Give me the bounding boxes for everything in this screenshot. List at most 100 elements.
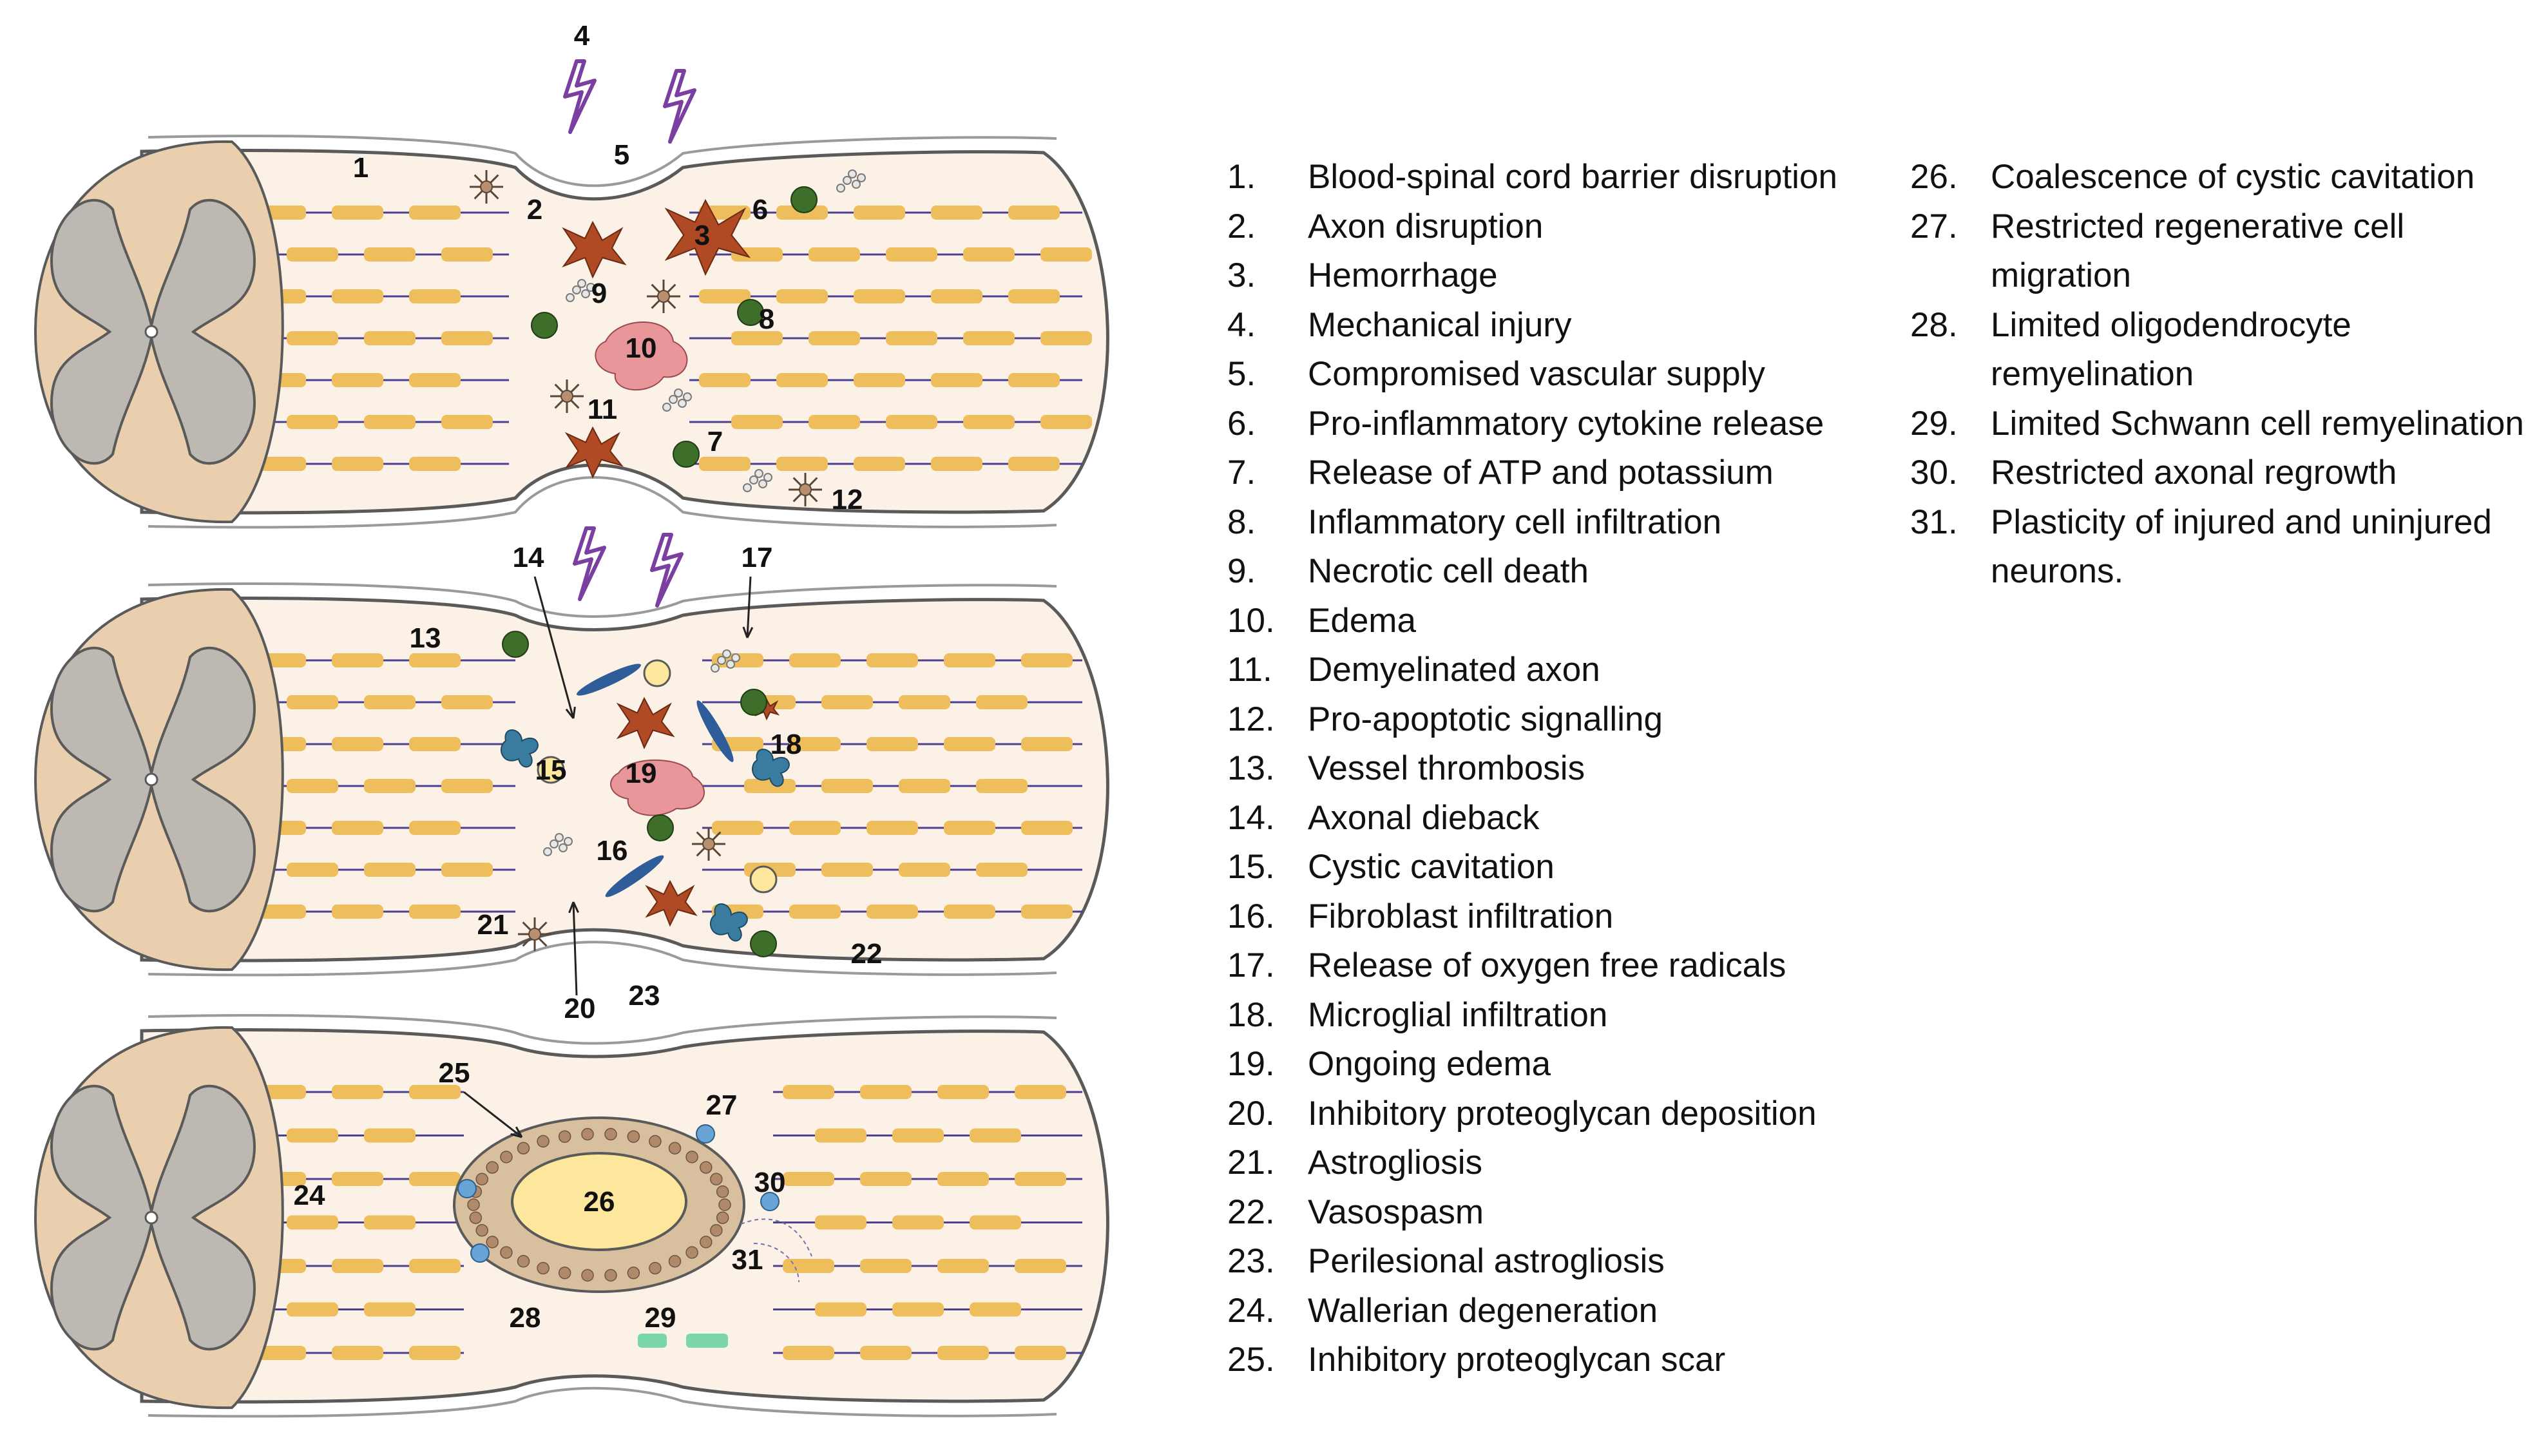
myelin-sheath-icon xyxy=(776,289,828,303)
myelin-sheath-icon xyxy=(254,457,306,471)
myelin-sheath-icon xyxy=(287,247,338,262)
cross-section-1 xyxy=(34,140,284,524)
myelin-sheath-icon xyxy=(409,289,461,303)
inflammatory-cell-icon xyxy=(502,631,529,658)
legend-number-28: 28. xyxy=(1910,305,1958,344)
legend-text-16: Fibroblast infiltration xyxy=(1308,897,1614,935)
myelin-sheath-icon xyxy=(332,1259,383,1273)
myelin-sheath-icon xyxy=(1008,373,1060,387)
callout-4: 4 xyxy=(574,20,590,52)
cyst-icon xyxy=(643,659,671,687)
myelin-sheath-icon xyxy=(1021,653,1073,667)
myelin-sheath-icon xyxy=(364,695,416,709)
myelin-sheath-icon xyxy=(332,737,383,751)
myelin-sheath-icon xyxy=(1015,1346,1066,1360)
legend-text-29: Limited Schwann cell remyelination xyxy=(1991,404,2524,443)
callout-26: 26 xyxy=(584,1186,615,1218)
central-canal-icon xyxy=(144,325,158,339)
myelin-sheath-icon xyxy=(944,653,995,667)
myelin-sheath-icon xyxy=(409,373,461,387)
legend-text-27: migration xyxy=(1991,256,2131,294)
myelin-sheath-icon xyxy=(899,695,950,709)
myelin-sheath-icon xyxy=(441,863,493,877)
callout-arrow xyxy=(533,576,575,719)
legend-number-19: 19. xyxy=(1227,1045,1275,1083)
callout-16: 16 xyxy=(597,835,628,867)
myelin-sheath-icon xyxy=(886,331,937,345)
microglia-icon xyxy=(751,749,790,787)
myelin-sheath-icon xyxy=(254,905,306,919)
myelin-sheath-icon xyxy=(866,737,918,751)
myelin-sheath-icon xyxy=(731,415,783,429)
callout-25: 25 xyxy=(439,1057,470,1089)
legend-text-4: Mechanical injury xyxy=(1308,305,1572,344)
myelin-sheath-icon xyxy=(963,331,1015,345)
myelin-sheath-icon xyxy=(409,821,461,835)
inflammatory-cell-icon xyxy=(647,814,674,841)
meninges-line xyxy=(148,1386,1057,1418)
legend-number-18: 18. xyxy=(1227,995,1275,1034)
myelin-sheath-icon xyxy=(866,821,918,835)
myelin-sheath-icon xyxy=(809,415,860,429)
legend-text-7: Release of ATP and potassium xyxy=(1308,454,1774,492)
legend-text-20: Inhibitory proteoglycan deposition xyxy=(1308,1094,1817,1133)
legend-text-19: Ongoing edema xyxy=(1308,1045,1551,1083)
callout-1: 1 xyxy=(353,152,369,184)
legend-number-21: 21. xyxy=(1227,1144,1275,1182)
callout-30: 30 xyxy=(754,1167,786,1198)
myelin-sheath-icon xyxy=(287,1128,338,1143)
microglia-icon xyxy=(500,729,539,768)
legend-text-31: Plasticity of injured and uninjured xyxy=(1991,503,2492,541)
legend-text-28: remyelination xyxy=(1991,355,2194,393)
legend-number-25: 25. xyxy=(1227,1341,1275,1379)
myelin-sheath-icon xyxy=(287,695,338,709)
astrocyte-icon xyxy=(647,280,680,313)
myelin-sheath-icon xyxy=(332,1172,383,1186)
axon-bundle-2 xyxy=(245,653,1082,919)
meninges-line xyxy=(148,941,1057,977)
myelin-sheath-icon xyxy=(789,821,841,835)
meninges-line xyxy=(148,476,1057,529)
myelin-sheath-icon xyxy=(441,247,493,262)
myelin-sheath-icon xyxy=(815,1215,866,1230)
myelin-sheath-icon xyxy=(731,331,783,345)
myelin-sheath-icon xyxy=(364,331,416,345)
callout-2: 2 xyxy=(527,194,542,225)
legend-number-7: 7. xyxy=(1227,454,1256,492)
schwann-cell-icon xyxy=(638,1334,667,1348)
myelin-sheath-icon xyxy=(287,779,338,793)
legend-number-9: 9. xyxy=(1227,552,1256,590)
myelin-sheath-icon xyxy=(287,331,338,345)
myelin-sheath-icon xyxy=(441,415,493,429)
myelin-sheath-icon xyxy=(860,1172,912,1186)
myelin-sheath-icon xyxy=(1008,457,1060,471)
myelin-sheath-icon xyxy=(409,737,461,751)
legend-text-26: Coalescence of cystic cavitation xyxy=(1991,158,2475,196)
myelin-sheath-icon xyxy=(931,289,982,303)
legend-text-18: Microglial infiltration xyxy=(1308,995,1608,1034)
callout-3: 3 xyxy=(694,220,710,251)
myelin-sheath-icon xyxy=(866,653,918,667)
callout-22: 22 xyxy=(851,938,883,970)
legend-number-24: 24. xyxy=(1227,1291,1275,1330)
sprouting-axon-icon xyxy=(740,1218,812,1283)
myelin-sheath-icon xyxy=(931,457,982,471)
callout-arrow xyxy=(746,576,752,638)
myelin-sheath-icon xyxy=(364,247,416,262)
myelin-sheath-icon xyxy=(364,1302,416,1317)
necrotic-debris-icon xyxy=(566,279,595,302)
legend-text-22: Vasospasm xyxy=(1308,1193,1484,1231)
schwann-cell-icon xyxy=(686,1334,728,1348)
callout-15: 15 xyxy=(535,754,567,786)
legend-text-28: Limited oligodendrocyte xyxy=(1991,305,2351,344)
myelin-sheath-icon xyxy=(364,1128,416,1143)
myelin-sheath-icon xyxy=(332,457,383,471)
myelin-sheath-icon xyxy=(409,653,461,667)
legend-text-8: Inflammatory cell infiltration xyxy=(1308,503,1722,541)
myelin-sheath-icon xyxy=(332,1085,383,1099)
inflammatory-cell-icon xyxy=(740,689,767,716)
myelin-sheath-icon xyxy=(1008,289,1060,303)
legend-number-12: 12. xyxy=(1227,700,1275,738)
arrowhead-icon xyxy=(510,1126,523,1138)
edema-icon xyxy=(610,759,705,816)
